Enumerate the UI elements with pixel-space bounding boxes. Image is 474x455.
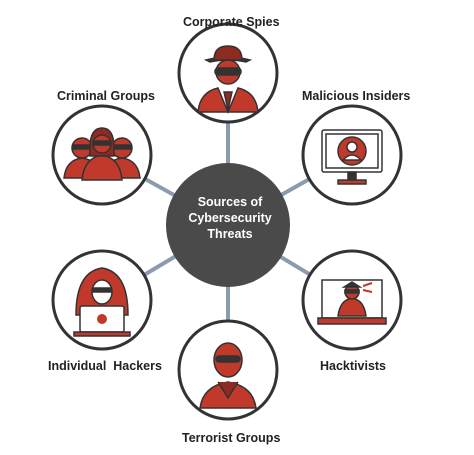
center-title: Sources of Cybersecurity Threats [170,194,290,242]
center-title-line-3: Threats [207,227,253,241]
label-malicious-insiders: Malicious Insiders [302,89,411,103]
label-individual-hackers: Individual Hackers [48,359,162,373]
center-title-line-2: Cybersecurity [188,211,272,225]
spy-icon [197,45,259,114]
label-terrorist-groups: Terrorist Groups [182,431,281,445]
masked-person-icon [199,342,257,409]
monitor-person-icon [321,129,383,185]
center-hub [166,163,290,287]
label-hacktivists: Hacktivists [320,359,387,373]
label-criminal-groups: Criminal Groups [57,89,155,103]
laptop-hacktivist-icon [317,279,387,325]
hooded-hacker-icon [73,267,131,337]
center-title-line-1: Sources of [197,195,263,209]
masked-group-icon [63,127,141,181]
label-corporate-spies: Corporate Spies [183,15,280,29]
